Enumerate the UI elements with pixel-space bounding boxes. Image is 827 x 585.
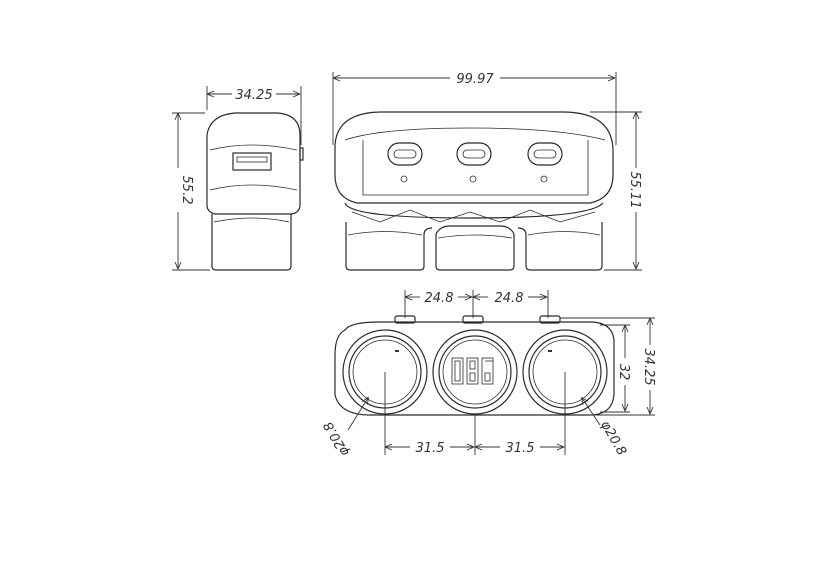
dim-bottom-height-inner: 32 xyxy=(616,364,631,381)
button-3 xyxy=(527,142,563,166)
dim-socket-spacing-left: 24.8 xyxy=(425,291,454,306)
dim-side-height: 55.2 xyxy=(179,176,194,205)
dimension-lines xyxy=(172,72,655,455)
display-unit xyxy=(432,329,518,415)
dim-side-width: 34.25 xyxy=(235,88,272,103)
front-view xyxy=(334,111,614,271)
dim-front-height: 55.11 xyxy=(627,171,642,208)
dim-bottom-height-outer: 34.25 xyxy=(641,348,656,385)
button-1 xyxy=(387,142,423,166)
dim-socket-spacing-right: 24.8 xyxy=(495,291,524,306)
usb-port xyxy=(232,152,272,171)
led-digit-2 xyxy=(466,357,479,385)
dim-socket-diameter-right: φ20.8 xyxy=(597,418,629,458)
dim-socket-diameter-left: φ20.8 xyxy=(321,419,353,459)
button-2 xyxy=(456,142,492,166)
led-digit-3 xyxy=(481,357,494,385)
dim-front-width: 99.97 xyxy=(456,72,494,87)
dim-center-spacing-right: 31.5 xyxy=(506,441,535,456)
led-digit-1 xyxy=(451,357,464,385)
bottom-view xyxy=(334,315,615,416)
dim-center-spacing-left: 31.5 xyxy=(416,441,445,456)
side-view xyxy=(206,112,304,271)
